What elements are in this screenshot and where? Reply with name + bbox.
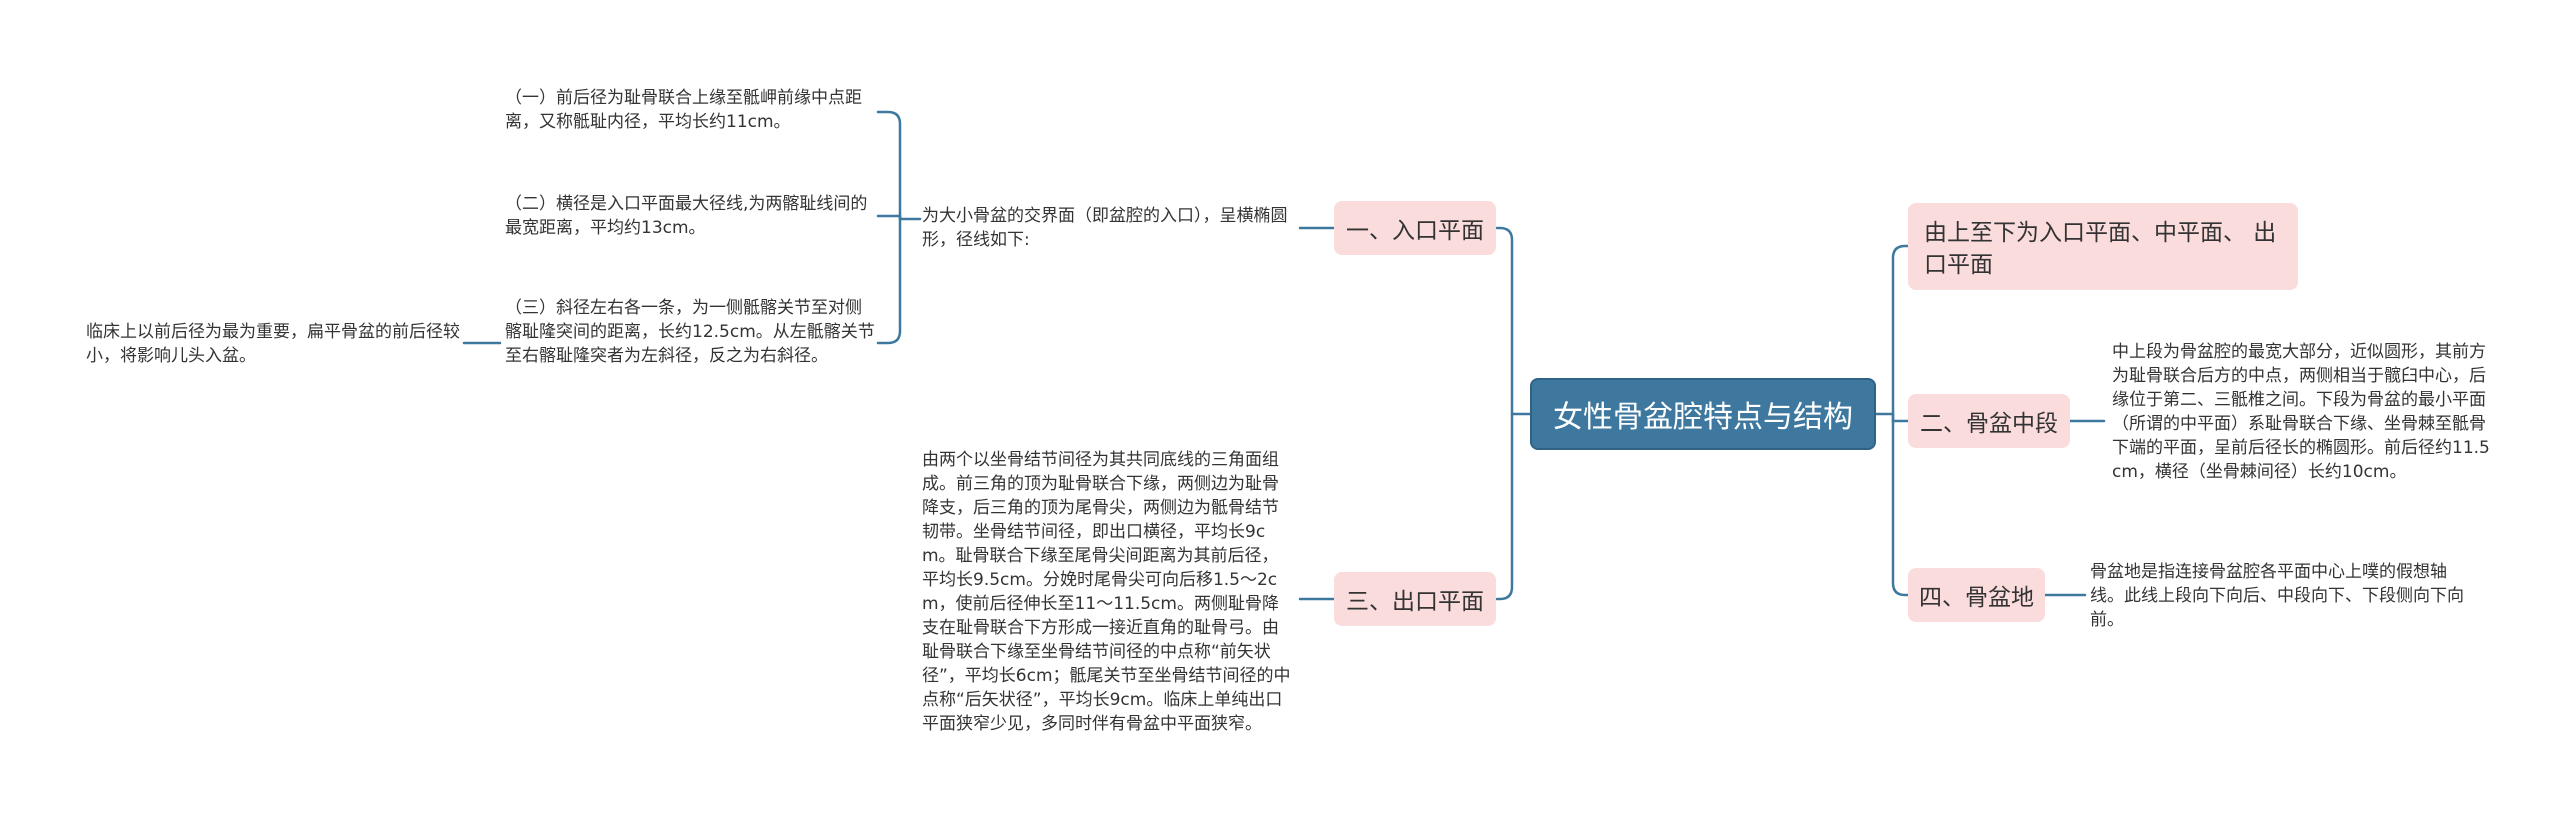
entrance-item-transverse: （二）横径是入口平面最大径线,为两髂耻线间的最宽距离，平均约13cm。 — [505, 194, 868, 238]
entrance-item-anteroposterior: （一）前后径为耻骨联合上缘至骶岬前缘中点距离，又称骶耻内径，平均长约11cm。 — [505, 88, 862, 132]
branch-pelvic-floor[interactable]: 四、骨盆地 — [1908, 568, 2045, 622]
branch-exit-label: 三、出口平面 — [1346, 589, 1484, 615]
connector-root-to-middle — [1891, 412, 1910, 423]
exit-description: 由两个以坐骨结节间径为其共同底线的三角面组成。前三角的顶为耻骨联合下缘，两侧边为… — [922, 450, 1291, 734]
entrance-clinical-note: 临床上以前后径为最为重要，扁平骨盆的前后径较小，将影响儿头入盆。 — [86, 322, 460, 366]
middle-description: 中上段为骨盆腔的最宽大部分，近似圆形，其前方为耻骨联合后方的中点，两侧相当于髋臼… — [2112, 342, 2490, 482]
connector-root-to-exit — [1495, 412, 1514, 601]
branch-floor-label: 四、骨盆地 — [1919, 585, 2034, 611]
branch-overview-label: 由上至下为入口平面、中平面、 出口平面 — [1924, 220, 2277, 278]
connector-desc-to-item2 — [876, 214, 902, 221]
root-label: 女性骨盆腔特点与结构 — [1553, 400, 1853, 435]
connector-root-to-overview — [1891, 244, 1910, 416]
connector-desc-to-item3 — [876, 217, 902, 345]
branch-middle-label: 二、骨盆中段 — [1920, 411, 2058, 437]
connector-root-to-entrance — [1495, 226, 1514, 416]
connector-desc-to-item1 — [876, 110, 902, 221]
branch-entrance-plane[interactable]: 一、入口平面 — [1334, 201, 1496, 255]
branch-overview[interactable]: 由上至下为入口平面、中平面、 出口平面 — [1908, 203, 2298, 290]
connector-root-to-floor — [1891, 412, 1910, 597]
entrance-description: 为大小骨盆的交界面（即盆腔的入口），呈横椭圆形，径线如下: — [922, 206, 1288, 250]
root-node[interactable]: 女性骨盆腔特点与结构 — [1530, 378, 1876, 450]
branch-entrance-label: 一、入口平面 — [1346, 218, 1484, 244]
branch-pelvic-middle[interactable]: 二、骨盆中段 — [1908, 394, 2070, 448]
entrance-item-oblique: （三）斜径左右各一条，为一侧骶髂关节至对侧髂耻隆突间的距离，长约12.5cm。从… — [505, 298, 875, 366]
floor-description: 骨盆地是指连接骨盆腔各平面中心上噗的假想轴线。此线上段向下向后、中段向下、下段侧… — [2090, 562, 2464, 630]
branch-exit-plane[interactable]: 三、出口平面 — [1334, 572, 1496, 626]
